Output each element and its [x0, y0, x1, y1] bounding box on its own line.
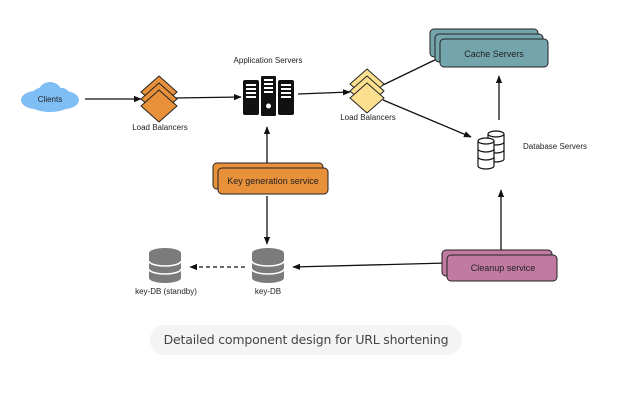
- key-db-node: key-DB: [251, 248, 285, 296]
- cloud-icon: [21, 82, 79, 112]
- edge-cleanup-to-key-db: [292, 262, 448, 270]
- server-rack-icon: [243, 76, 294, 116]
- key-generation-service-node: Key generation service: [212, 162, 329, 195]
- load-balancer-icon: [349, 68, 385, 114]
- load-balancers-2-label: Load Balancers: [340, 113, 396, 122]
- cleanup-service-node: Cleanup service: [441, 249, 558, 282]
- application-servers-label: Application Servers: [234, 56, 303, 65]
- key-db-label: key-DB: [255, 287, 281, 296]
- cleanup-service-label: Cleanup service: [471, 263, 536, 273]
- key-db-standby-label: key-DB (standby): [135, 287, 197, 296]
- cache-servers-node: Cache Servers: [429, 28, 549, 68]
- database-servers-node: Database Servers: [477, 130, 587, 170]
- clients-label: Clients: [38, 95, 62, 104]
- database-servers-label: Database Servers: [523, 142, 587, 151]
- key-db-standby-node: key-DB (standby): [135, 248, 197, 296]
- cache-servers-label: Cache Servers: [464, 49, 524, 59]
- load-balancers-2-node: Load Balancers: [340, 68, 396, 122]
- edge-lb1-to-app-servers: [174, 93, 242, 101]
- load-balancer-icon: [140, 75, 178, 123]
- load-balancers-1-node: Load Balancers: [132, 75, 188, 132]
- edges: [85, 55, 505, 271]
- edge-lb2-to-cache-servers: [382, 55, 444, 86]
- edge-app-servers-to-lb2: [297, 89, 351, 96]
- load-balancers-1-label: Load Balancers: [132, 123, 188, 132]
- database-icon: [251, 248, 285, 283]
- key-generation-service-label: Key generation service: [227, 176, 319, 186]
- database-icon: [477, 130, 505, 170]
- database-icon: [148, 248, 182, 283]
- application-servers-node: Application Servers: [234, 56, 303, 116]
- edge-lb2-to-database-servers: [382, 99, 472, 138]
- clients-node: Clients: [21, 82, 79, 112]
- figure-caption: Detailed component design for URL shorte…: [150, 325, 462, 355]
